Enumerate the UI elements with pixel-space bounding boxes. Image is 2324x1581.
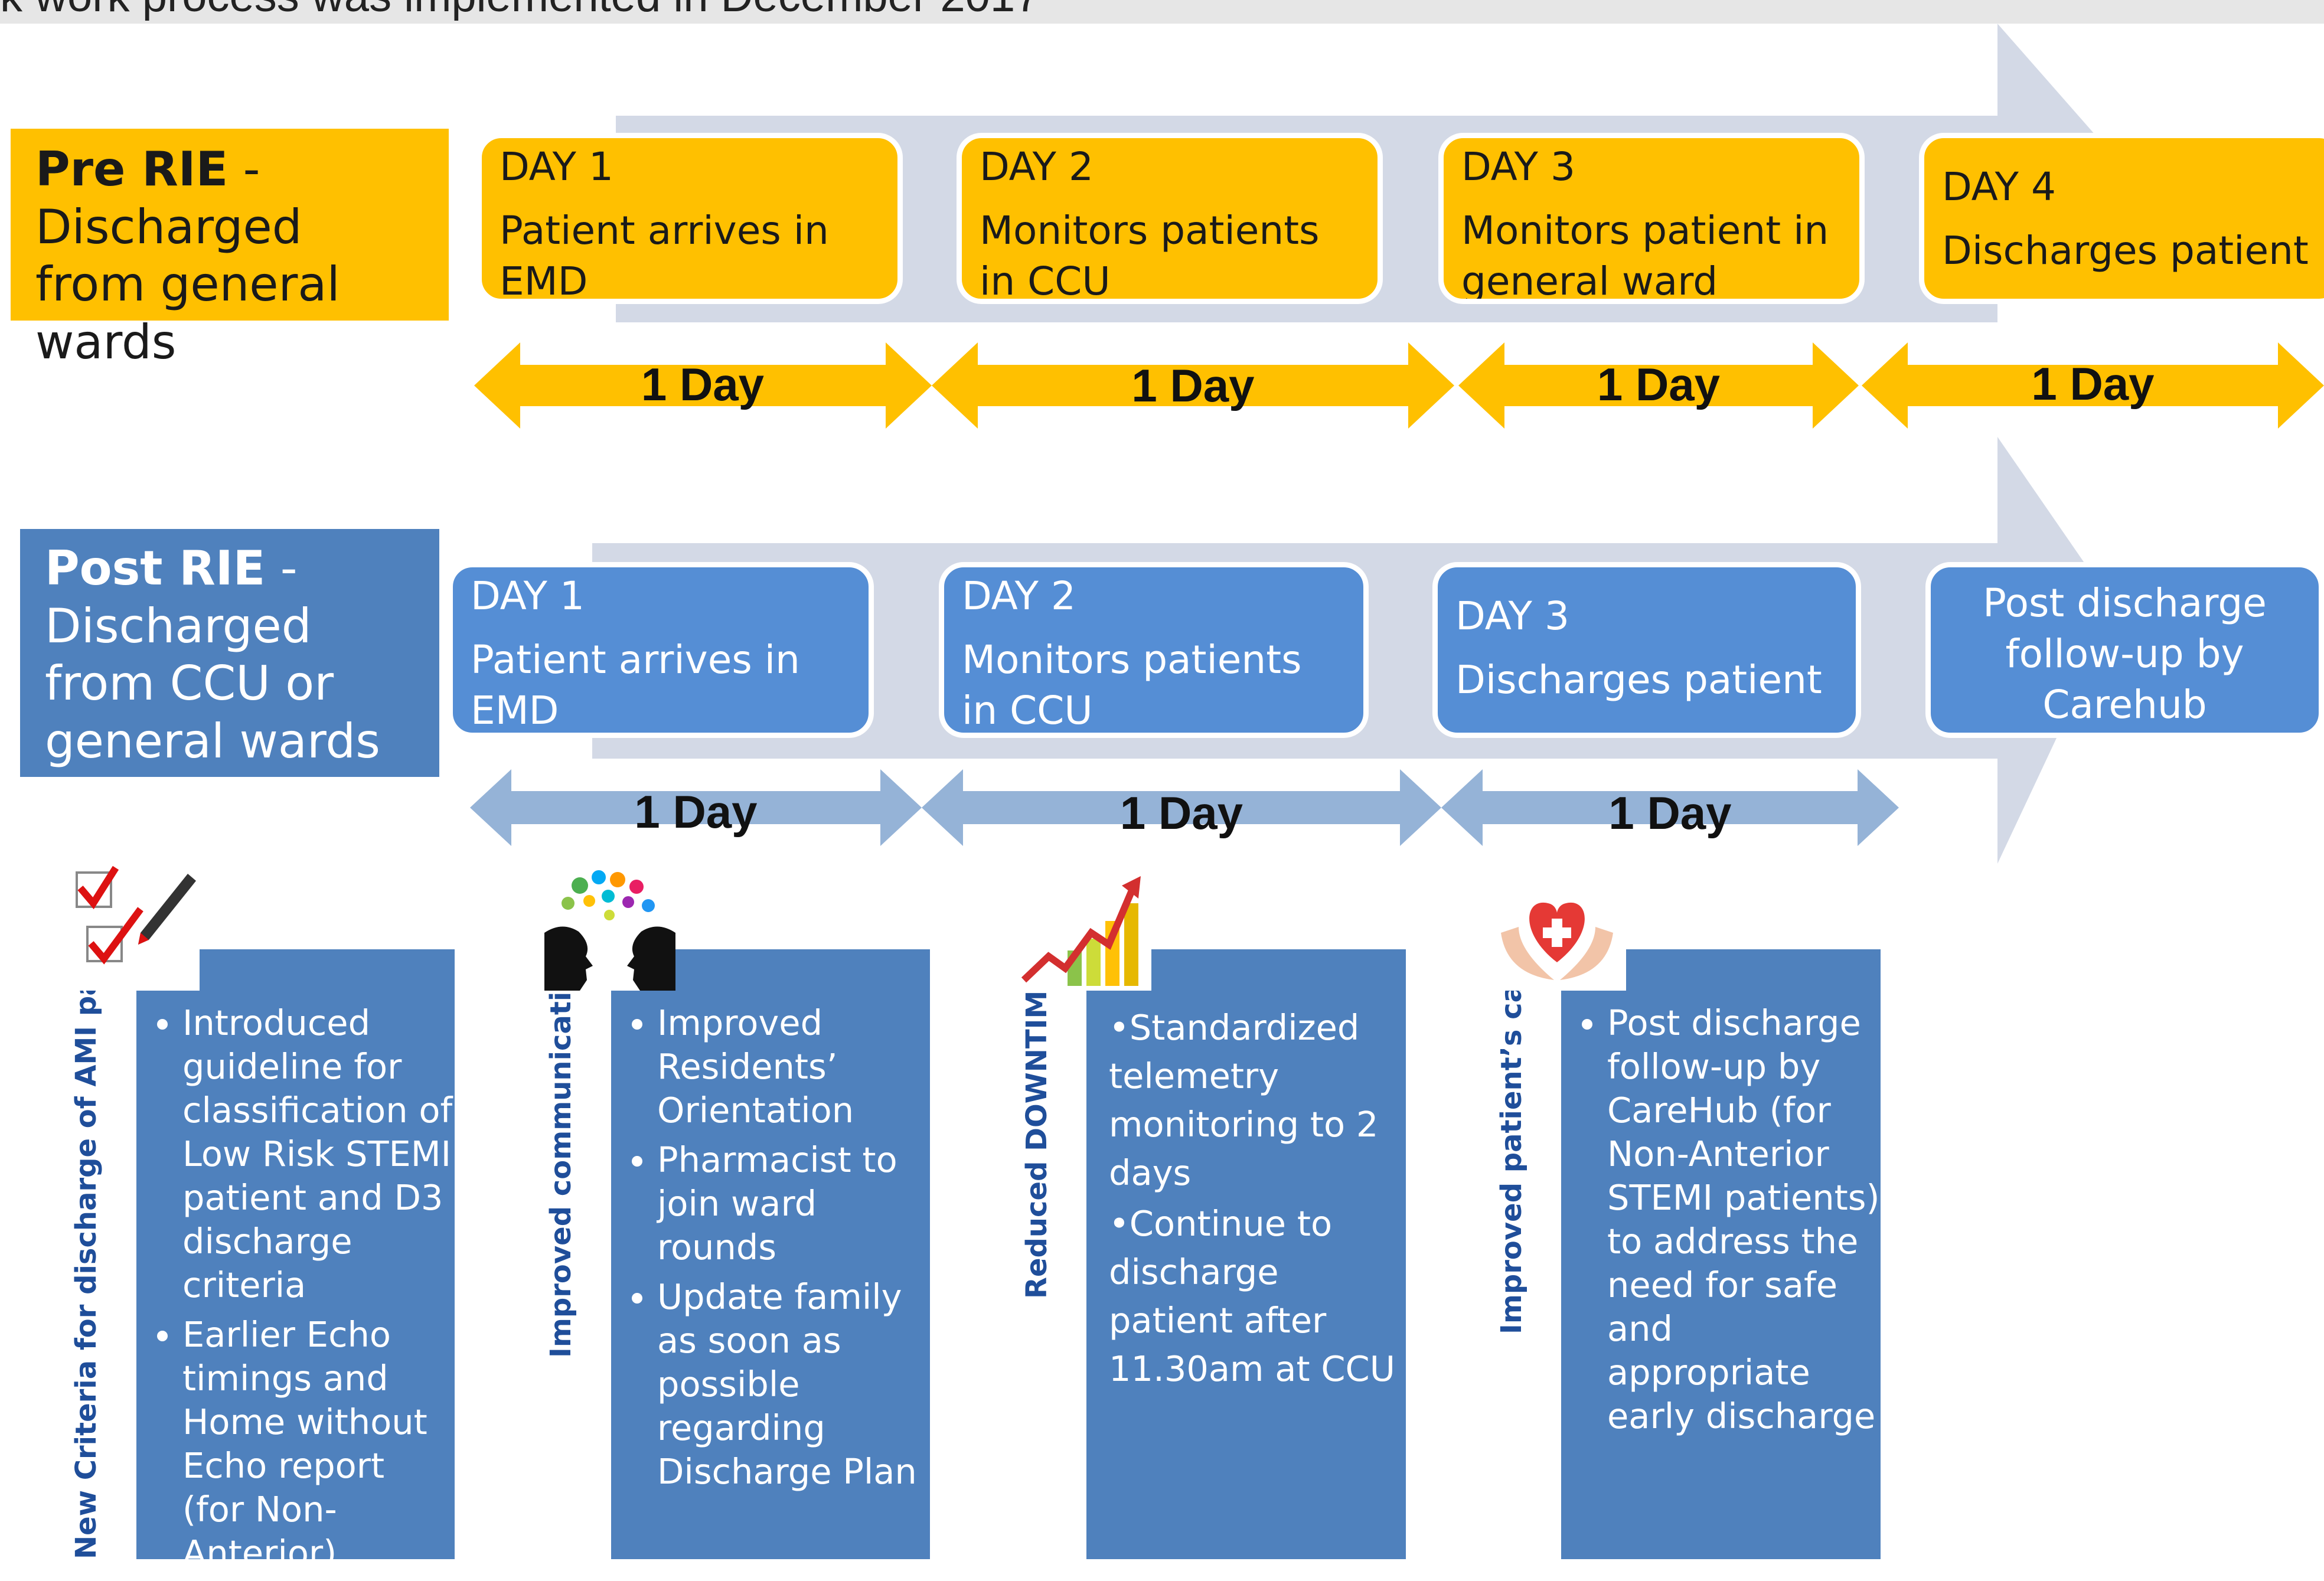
improvement-2-bullets: Improved Residents’ Orientation Pharmaci… bbox=[611, 1001, 930, 1500]
pre-duration-arrow-4 bbox=[1862, 342, 2324, 429]
pre-day-1-label: DAY 1 bbox=[500, 144, 613, 190]
pre-day-1-text: Patient arrives in EMD bbox=[500, 207, 829, 304]
pre-duration-arrow-2 bbox=[932, 342, 1454, 429]
post-day-2-text: Monitors patients in CCU bbox=[962, 636, 1302, 733]
improvement-panel-4 bbox=[1561, 949, 1881, 1559]
improvement-2-title: Improved communication bbox=[544, 952, 577, 1358]
post-duration-arrow-3 bbox=[1441, 769, 1899, 846]
improvement-4-bullets: Post discharge follow-up by CareHub (for… bbox=[1561, 1001, 1881, 1444]
post-day-3-label: DAY 3 bbox=[1455, 593, 1569, 639]
banner-text: k work process was implemented in Decemb… bbox=[0, 0, 1040, 22]
pre-duration-1-label: 1 Day bbox=[641, 358, 765, 410]
improvement-4-title: Improved patient’s care bbox=[1495, 950, 1528, 1334]
improvement-2-bullet-3: Update family as soon as possible regard… bbox=[657, 1275, 930, 1494]
checklist-icon bbox=[70, 862, 200, 991]
improvement-4-bullet-1: Post discharge follow-up by CareHub (for… bbox=[1607, 1001, 1881, 1438]
pre-day-3-label: DAY 3 bbox=[1461, 144, 1575, 190]
heart-hands-icon bbox=[1495, 862, 1626, 991]
improvement-3-bullet-1: •Standardized telemetry monitoring to 2 … bbox=[1109, 1007, 1379, 1193]
pre-day-3-box: DAY 3 Monitors patient in general ward bbox=[1438, 133, 1865, 304]
post-duration-2-label: 1 Day bbox=[1119, 787, 1243, 839]
improvement-3-bullet-2: •Continue to discharge patient after 11.… bbox=[1109, 1203, 1395, 1389]
pre-day-4-text: Discharges patient bbox=[1942, 227, 2309, 273]
post-day-2-box: DAY 2 Monitors patients in CCU bbox=[939, 562, 1369, 738]
pre-day-2-text: Monitors patients in CCU bbox=[980, 207, 1320, 304]
improvement-3-bullets: •Standardized telemetry monitoring to 2 … bbox=[1109, 1004, 1404, 1396]
pre-duration-arrow-3 bbox=[1458, 342, 1859, 429]
post-day-3-text: Discharges patient bbox=[1455, 656, 1822, 703]
post-duration-arrow-1 bbox=[470, 769, 922, 846]
pre-day-4-label: DAY 4 bbox=[1942, 164, 2056, 210]
post-day-3-box: DAY 3 Discharges patient bbox=[1432, 562, 1861, 738]
pre-duration-2-label: 1 Day bbox=[1131, 360, 1255, 411]
post-duration-3-label: 1 Day bbox=[1608, 787, 1732, 839]
post-rie-subtitle: Discharged from CCU or general wards bbox=[45, 598, 380, 769]
post-rie-sep: - bbox=[265, 541, 298, 596]
top-banner: k work process was implemented in Decemb… bbox=[0, 0, 2324, 24]
pre-day-3-text: Monitors patient in general ward bbox=[1461, 207, 1829, 304]
pre-day-2-label: DAY 2 bbox=[980, 144, 1094, 190]
post-duration-arrow-2 bbox=[922, 769, 1441, 846]
post-followup-box: Post discharge follow-up by Carehub bbox=[1925, 562, 2324, 738]
improvement-1-bullets: Introduced guideline for classification … bbox=[136, 1001, 455, 1581]
post-followup-text: Post discharge follow-up by Carehub bbox=[1983, 580, 2267, 727]
pre-day-4-box: DAY 4 Discharges patient bbox=[1919, 133, 2324, 304]
improvement-panel-3 bbox=[1086, 949, 1406, 1559]
pre-rie-sep: - bbox=[228, 142, 260, 197]
improvement-2-bullet-2: Pharmacist to join ward rounds bbox=[657, 1138, 930, 1269]
pre-duration-arrow-1 bbox=[474, 342, 932, 429]
improvement-2-bullet-1: Improved Residents’ Orientation bbox=[657, 1001, 930, 1132]
pre-duration-4-label: 1 Day bbox=[2031, 358, 2155, 410]
post-day-1-label: DAY 1 bbox=[471, 573, 585, 619]
post-rie-label: Post RIE - Discharged from CCU or genera… bbox=[20, 529, 439, 777]
post-day-2-label: DAY 2 bbox=[962, 573, 1076, 619]
improvement-1-bullet-2: Earlier Echo timings and Home without Ec… bbox=[182, 1313, 455, 1575]
improvement-panel-1 bbox=[136, 949, 455, 1559]
pre-day-2-box: DAY 2 Monitors patients in CCU bbox=[957, 133, 1383, 304]
improvement-1-title: New Criteria for discharge of AMI patien… bbox=[70, 900, 103, 1559]
post-duration-1-label: 1 Day bbox=[634, 786, 758, 838]
growth-chart-icon bbox=[1020, 868, 1151, 991]
improvement-panel-2 bbox=[611, 949, 930, 1559]
improvement-1-bullet-1: Introduced guideline for classification … bbox=[182, 1001, 455, 1307]
post-rie-title: Post RIE bbox=[45, 541, 266, 596]
post-day-1-box: DAY 1 Patient arrives in EMD bbox=[448, 562, 874, 738]
pre-day-1-box: DAY 1 Patient arrives in EMD bbox=[476, 133, 903, 304]
pre-rie-title: Pre RIE bbox=[35, 142, 229, 197]
improvement-3-title: Reduced DOWNTIME bbox=[1020, 971, 1053, 1299]
pre-rie-subtitle: Discharged from general wards bbox=[35, 199, 340, 370]
communication-heads-icon bbox=[544, 862, 675, 991]
pre-duration-3-label: 1 Day bbox=[1597, 358, 1721, 410]
post-day-1-text: Patient arrives in EMD bbox=[471, 636, 800, 733]
pre-rie-label: Pre RIE - Discharged from general wards bbox=[11, 129, 449, 370]
